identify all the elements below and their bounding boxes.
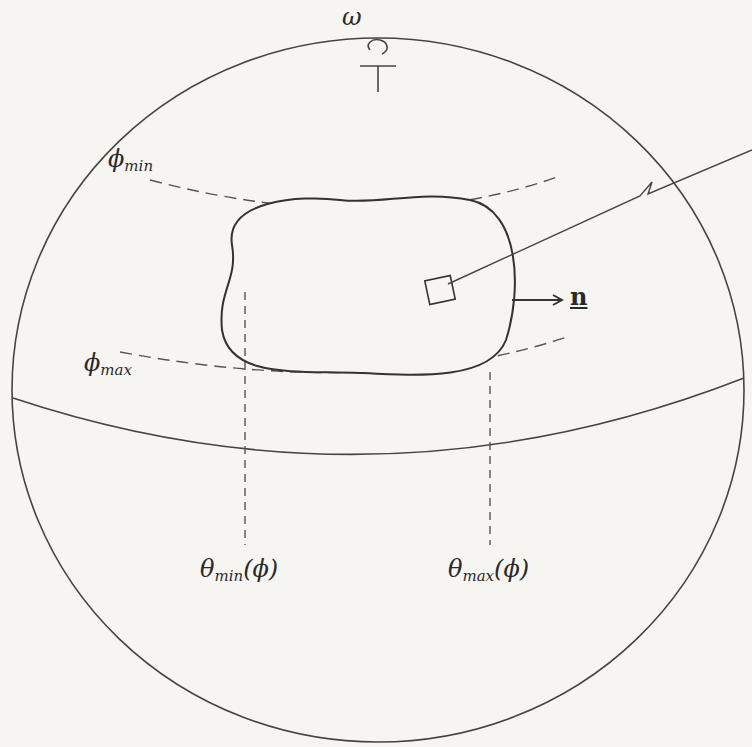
- surface-element: [425, 276, 455, 305]
- phi-max-label: ϕmax: [84, 350, 132, 379]
- rotation-axis: [377, 66, 379, 92]
- leader-line: [448, 150, 752, 284]
- theta-max-line: [489, 372, 490, 545]
- theta-max-label: θmax(ϕ): [448, 556, 529, 585]
- normal-arrow: [512, 299, 562, 301]
- sphere-outline: [12, 38, 744, 742]
- omega-label: ω: [342, 4, 362, 30]
- normal-label: n: [570, 284, 587, 310]
- surface-region: [221, 196, 514, 374]
- theta-min-label: θmin(ϕ): [200, 556, 278, 585]
- equator: [13, 378, 744, 454]
- theta-min-line: [244, 292, 245, 545]
- rotation-curl: [368, 40, 387, 54]
- phi-min-label: ϕmin: [108, 146, 153, 175]
